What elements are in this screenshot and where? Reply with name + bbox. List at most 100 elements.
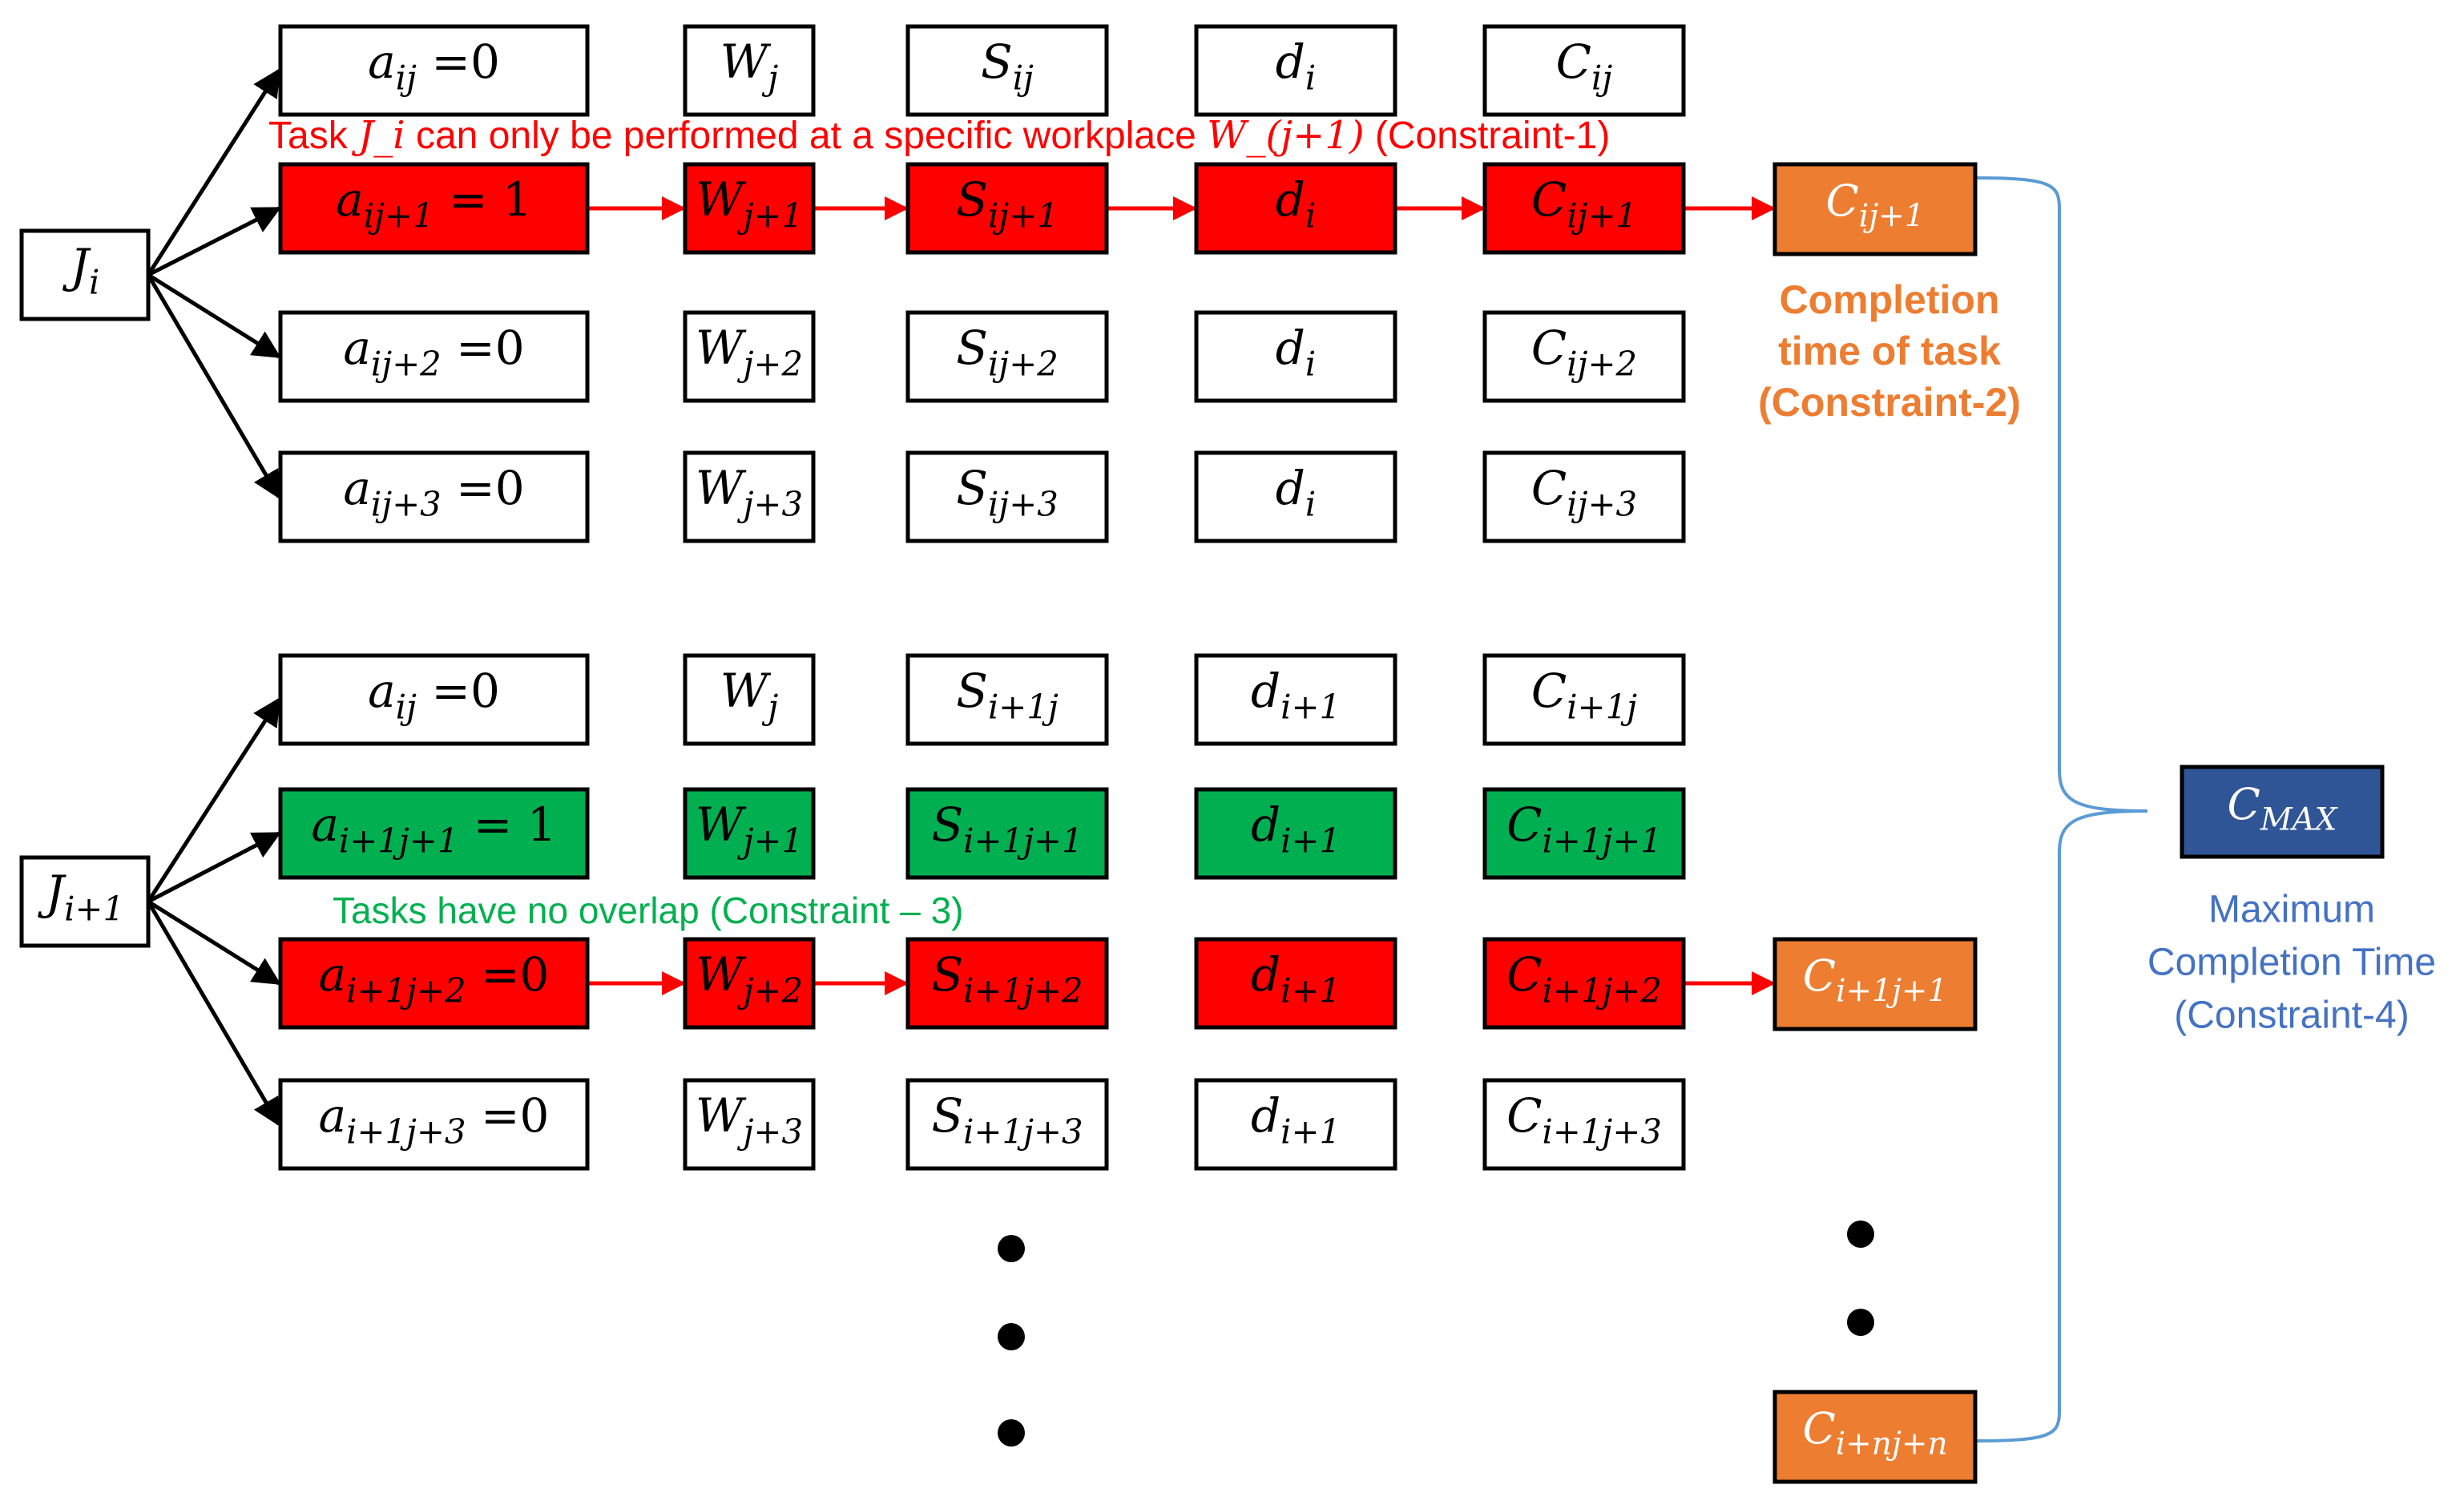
completion-mid-label-subscript: i+1j+1 — [1836, 973, 1947, 1009]
g1-row1-a-label-value: =0 — [417, 34, 500, 89]
g2-row4-c-label: Ci+1j+3 — [1506, 1088, 1662, 1151]
g2-row3-w-box — [683, 937, 816, 1030]
g1-row3-a-box — [278, 310, 590, 403]
g2-row3-d-label: di+1 — [1251, 947, 1341, 1010]
curly-brace-bracket — [1974, 176, 2148, 1443]
cmax-label-base: C — [2228, 779, 2260, 829]
g2-row3-d-label-subscript: i+1 — [1280, 970, 1341, 1010]
job-i-arrow-1 — [146, 68, 281, 276]
g1-row1-c-label-subscript: ij — [1591, 58, 1612, 97]
g1-row2-s-label-base: S — [956, 172, 988, 227]
g1-row1-a-label-base: a — [368, 34, 396, 89]
g1-row4-a-label: aij+3 =0 — [343, 461, 524, 523]
completion-bottom-label: Ci+nj+n — [1802, 1403, 1947, 1462]
g1-row4-d-label: di — [1276, 461, 1317, 523]
g2-row2-s-box — [905, 787, 1109, 880]
g1-row2-d-label-subscript: i — [1305, 196, 1316, 235]
g1-row2-a-box — [278, 162, 590, 255]
job-i1-arrow-4 — [146, 900, 281, 1128]
g1-row2-w-label-base: W — [696, 172, 747, 227]
cmax-caption-line-3: (Constraint-4) — [2174, 995, 2409, 1037]
g2-row1-a-label-subscript: ij — [396, 687, 417, 726]
g2-row2-c-label-subscript: i+1j+1 — [1543, 821, 1662, 860]
g2-row3-a-label-value: =0 — [466, 947, 550, 1002]
g1-row3-s-label-subscript: ij+2 — [988, 344, 1059, 383]
g2-row4-c-box — [1482, 1078, 1686, 1171]
g1-row4-w-label: Wj+3 — [696, 461, 803, 523]
continuation-dot-5 — [1847, 1309, 1874, 1336]
g2-row2-a-label: ai+1j+1 = 1 — [311, 797, 556, 860]
g2-row3-d-box — [1194, 937, 1397, 1030]
g2-row1-c-label-subscript: i+1j — [1567, 687, 1637, 726]
g2-row1-a-label-value: =0 — [417, 664, 500, 718]
cmax-box — [2180, 765, 2385, 859]
g2-row4-s-label: Si+1j+3 — [931, 1088, 1083, 1151]
g1-row2-c-box — [1482, 162, 1686, 255]
g1-row1-s-label-base: S — [981, 34, 1013, 89]
g2-row3-c-label: Ci+1j+2 — [1506, 947, 1662, 1010]
g1-row1-w-label-base: W — [720, 34, 772, 89]
g1-row2-w-label: Wj+1 — [696, 172, 803, 235]
g2-row4-a-box — [278, 1078, 590, 1171]
completion-mid-label: Ci+1j+1 — [1803, 950, 1947, 1009]
g1-row2-w-box — [683, 162, 816, 255]
continuation-dot-2 — [998, 1323, 1025, 1350]
job-i-box — [19, 228, 151, 321]
g1-row2-a-label-subscript: ij+1 — [364, 196, 434, 235]
g2-row4-d-label-base: d — [1251, 1088, 1280, 1143]
g2-row1-a-label: aij =0 — [368, 664, 500, 726]
g1-row2-c-label: Cij+1 — [1531, 172, 1637, 235]
continuation-dot-4 — [1847, 1221, 1874, 1248]
g2-row2-w-box — [683, 787, 816, 880]
job-i1-label-subscript: i+1 — [64, 889, 124, 928]
g2-row4-w-label: Wj+3 — [696, 1088, 803, 1151]
completion-label-line-2: time of task — [1778, 329, 2001, 373]
constraint-1-pre: Task — [268, 115, 358, 157]
g1-row3-d-box — [1194, 310, 1397, 403]
g2-row1-s-label: Si+1j — [956, 664, 1059, 726]
g1-row4-a-label-base: a — [343, 461, 371, 515]
g1-row2-c-label-base: C — [1531, 172, 1567, 227]
g2-row2-c-box — [1482, 787, 1686, 880]
g2-row1-a-box — [278, 653, 590, 746]
g2-row3-w-label-subscript: j+2 — [737, 970, 804, 1010]
g2-row3-c-box — [1482, 937, 1686, 1030]
g2-row4-c-label-subscript: i+1j+3 — [1543, 1112, 1662, 1151]
g2-row4-s-label-subscript: i+1j+3 — [963, 1112, 1083, 1151]
g1-row4-c-box — [1482, 450, 1686, 543]
continuation-dot-3 — [998, 1419, 1025, 1447]
g2-row3-a-label-base: a — [319, 947, 347, 1002]
g1-row3-s-label-base: S — [956, 321, 988, 375]
constraint-1-note: Task J_i can only be performed at a spec… — [268, 113, 1610, 158]
g1-row4-d-box — [1194, 450, 1397, 543]
g2-row2-d-box — [1194, 787, 1397, 880]
g1-row4-w-label-base: W — [696, 461, 747, 515]
g2-row2-w-label: Wj+1 — [696, 797, 803, 860]
g1-row2-a-label: aij+1 = 1 — [336, 172, 532, 235]
g1-row2-w-label-subscript: j+1 — [737, 196, 804, 235]
g2-row1-d-label-base: d — [1251, 664, 1280, 718]
g1-row1-d-label: di — [1276, 34, 1317, 97]
g2-row1-w-box — [683, 653, 816, 746]
g1-row2-d-box — [1194, 162, 1397, 255]
g1-row4-a-box — [278, 450, 590, 543]
g2-row2-w-label-subscript: j+1 — [737, 821, 804, 860]
constraint-3-note: Tasks have no overlap (Constraint – 3) — [333, 890, 964, 931]
g2-row3-a-box — [278, 937, 590, 1030]
g1-row4-d-label-subscript: i — [1305, 484, 1316, 523]
constraint-1-post: (Constraint-1) — [1365, 115, 1611, 157]
g1-row3-w-label-subscript: j+2 — [737, 344, 804, 383]
g2-row3-w-label: Wj+2 — [696, 947, 803, 1010]
g2-row3-a-label: ai+1j+2 =0 — [319, 947, 550, 1010]
g2-row1-s-label-base: S — [956, 664, 988, 718]
g1-row1-c-label-base: C — [1556, 34, 1591, 89]
g2-row2-s-label-base: S — [931, 797, 963, 852]
g1-row3-c-box — [1482, 310, 1686, 403]
constraint-1-math2: W_(j+1) — [1207, 113, 1364, 158]
g2-row3-c-label-subscript: i+1j+2 — [1543, 970, 1662, 1010]
g2-row4-a-label-base: a — [319, 1088, 347, 1143]
g1-row3-a-label-base: a — [343, 321, 371, 375]
continuation-dot-1 — [998, 1235, 1025, 1262]
